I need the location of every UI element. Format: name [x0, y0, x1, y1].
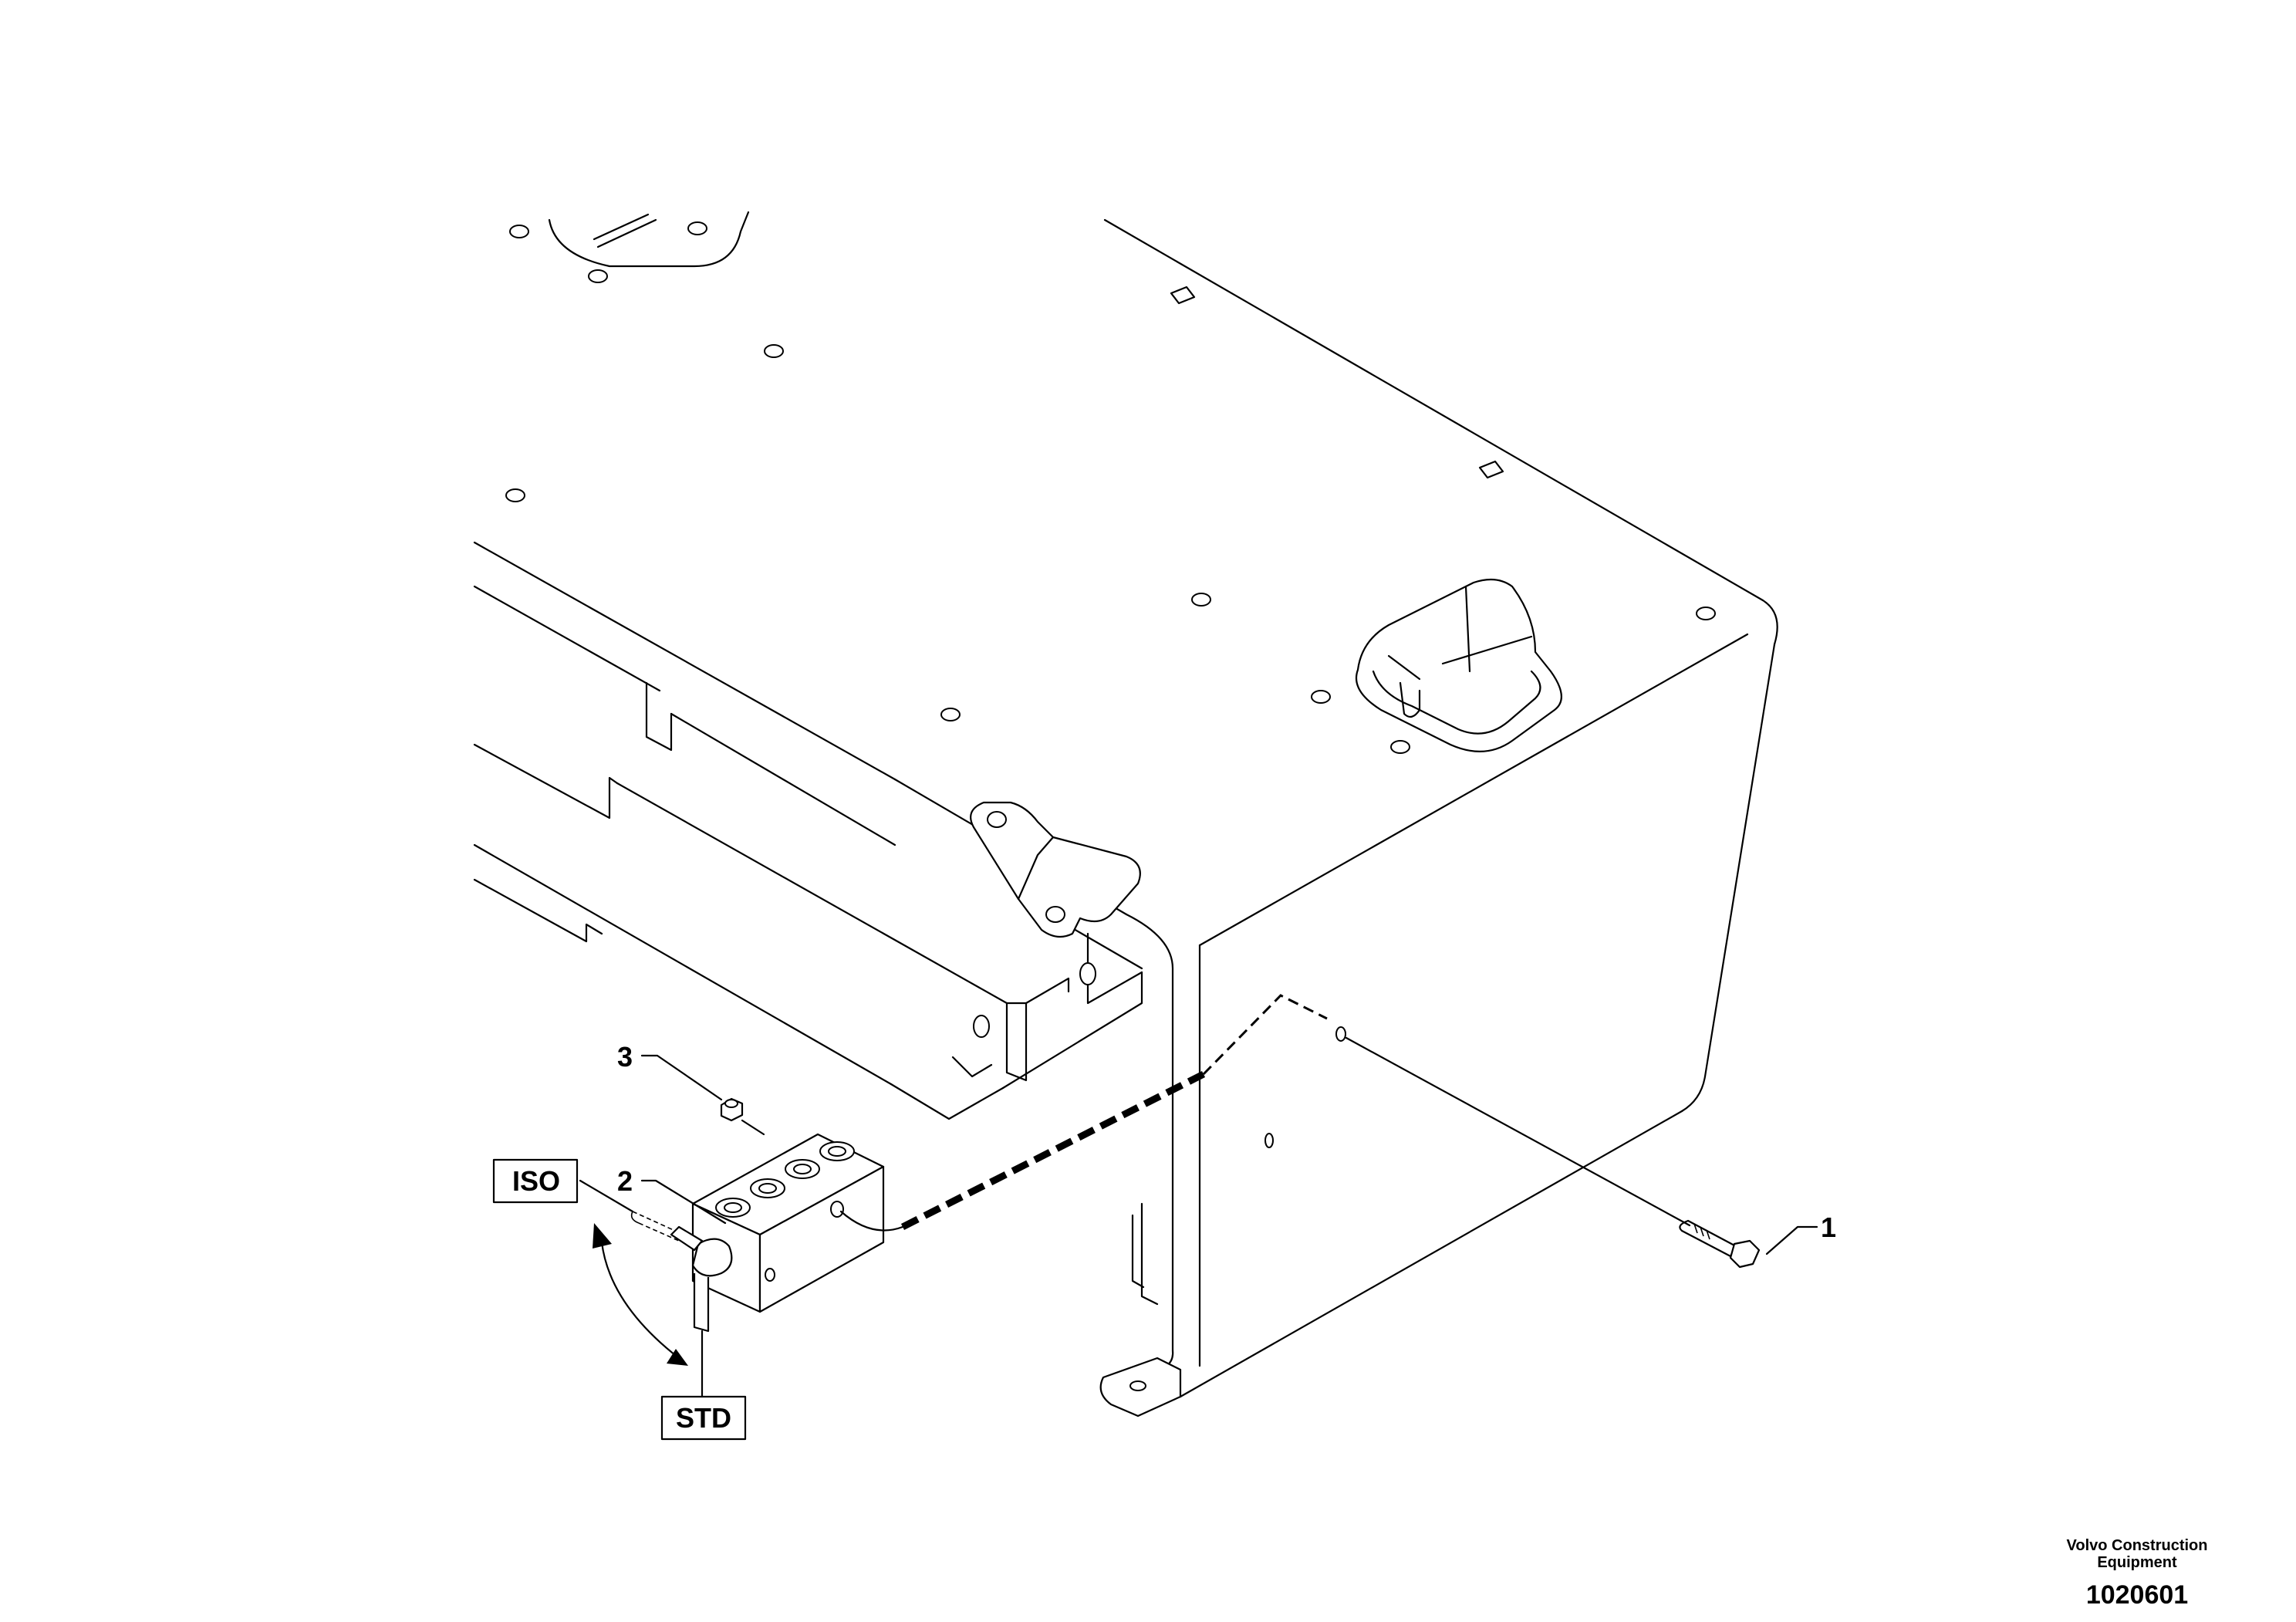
callout-1: 1	[1821, 1211, 1836, 1243]
figure-number: 1020601	[2085, 1580, 2189, 1610]
iso-label-box: ISO	[492, 1158, 579, 1204]
callout-3: 3	[617, 1041, 633, 1073]
company-name-line2: Equipment	[2097, 1554, 2177, 1571]
callout-2: 2	[617, 1165, 633, 1197]
std-label-box: STD	[660, 1395, 747, 1441]
filler-opening	[1355, 578, 1562, 752]
std-label: STD	[676, 1402, 731, 1434]
iso-label: ISO	[512, 1165, 560, 1197]
company-name-line1: Volvo Construction	[2066, 1537, 2208, 1554]
leader-lines	[579, 1054, 1818, 1398]
valve-block	[630, 994, 1328, 1333]
top-cover-plate	[505, 211, 1716, 754]
lifting-bracket	[970, 801, 1141, 938]
tank-body	[473, 218, 1778, 1418]
rotation-arrow	[593, 1223, 688, 1366]
bolt-part	[1264, 1026, 1761, 1269]
nut-part	[720, 1097, 744, 1122]
